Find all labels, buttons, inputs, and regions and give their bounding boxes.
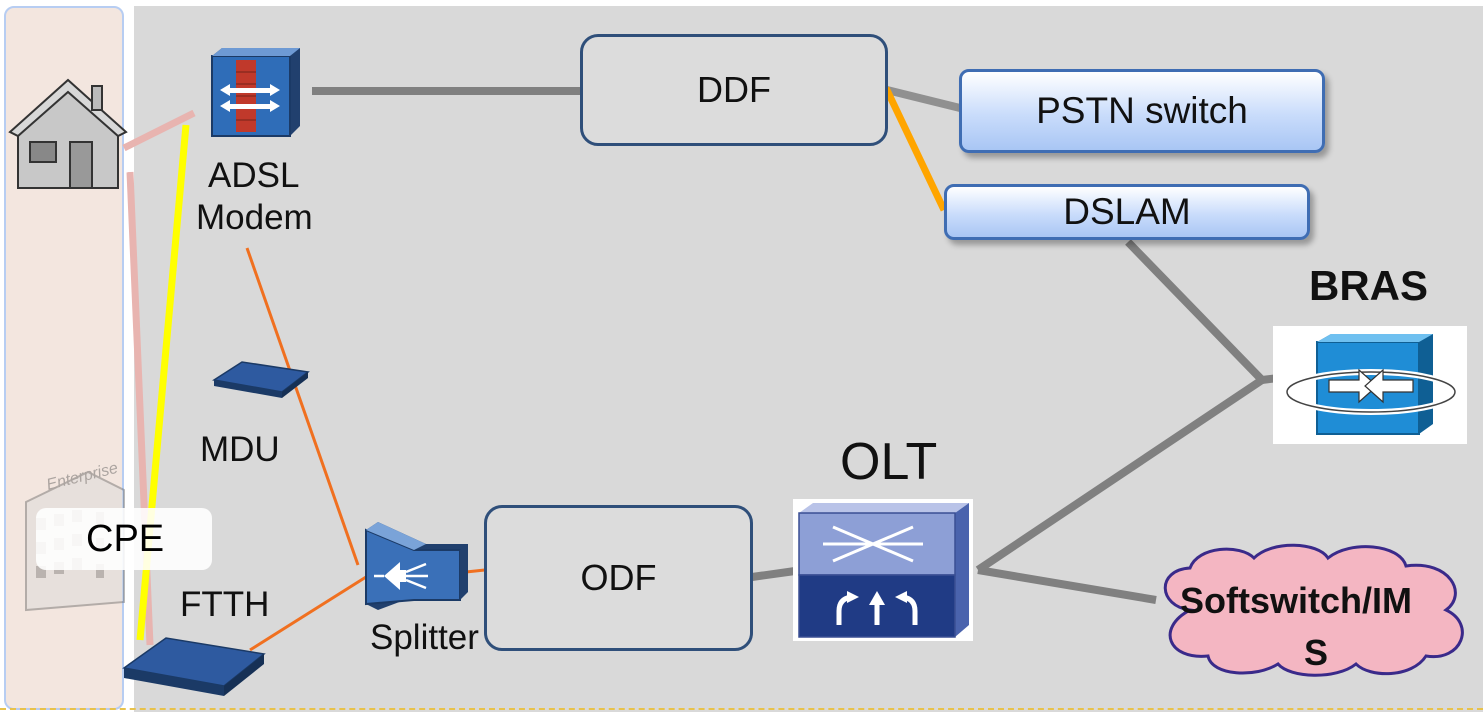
dslam-node: DSLAM bbox=[944, 184, 1310, 240]
optical-splitter-icon bbox=[365, 522, 468, 610]
link-dslam-bras-olt bbox=[975, 239, 1269, 574]
link-olt-softswitch bbox=[977, 566, 1157, 604]
link-ddf-pstn bbox=[886, 86, 961, 112]
cloud-icon bbox=[1163, 543, 1464, 677]
odf-label: ODF bbox=[580, 557, 657, 598]
adsl-label-line1: ADSL bbox=[208, 156, 300, 195]
ftth-label: FTTH bbox=[180, 585, 270, 624]
bras-router-icon bbox=[1273, 326, 1467, 444]
house-icon bbox=[8, 78, 128, 189]
ddf-node: DDF bbox=[580, 34, 888, 146]
bras-label: BRAS bbox=[1309, 262, 1429, 309]
firewall-modem-icon bbox=[211, 48, 300, 137]
odf-node: ODF bbox=[484, 505, 753, 651]
softswitch-label-line1: Softswitch/IM bbox=[1180, 580, 1412, 621]
olt-label: OLT bbox=[840, 433, 938, 491]
ftth-ont-icon bbox=[122, 637, 266, 696]
softswitch-label-line2: S bbox=[1304, 632, 1329, 673]
mdu-device-icon bbox=[212, 361, 310, 398]
link-adsl-splitter bbox=[245, 247, 360, 566]
olt-switch-icon bbox=[793, 499, 973, 641]
ddf-label: DDF bbox=[697, 69, 771, 110]
mdu-label: MDU bbox=[200, 430, 280, 469]
pstn-switch-node: PSTN switch bbox=[959, 69, 1325, 153]
link-ftth-splitter bbox=[249, 575, 367, 652]
adsl-label-line2: Modem bbox=[196, 198, 313, 237]
link-ddf-dslam bbox=[882, 86, 948, 212]
splitter-label: Splitter bbox=[370, 618, 479, 657]
cpe-label: CPE bbox=[36, 508, 212, 570]
link-odf-olt bbox=[751, 567, 796, 581]
pstn-label: PSTN switch bbox=[1036, 90, 1248, 131]
dslam-label: DSLAM bbox=[1063, 191, 1191, 232]
link-house-pink bbox=[122, 109, 196, 152]
bottom-divider bbox=[0, 708, 1483, 710]
